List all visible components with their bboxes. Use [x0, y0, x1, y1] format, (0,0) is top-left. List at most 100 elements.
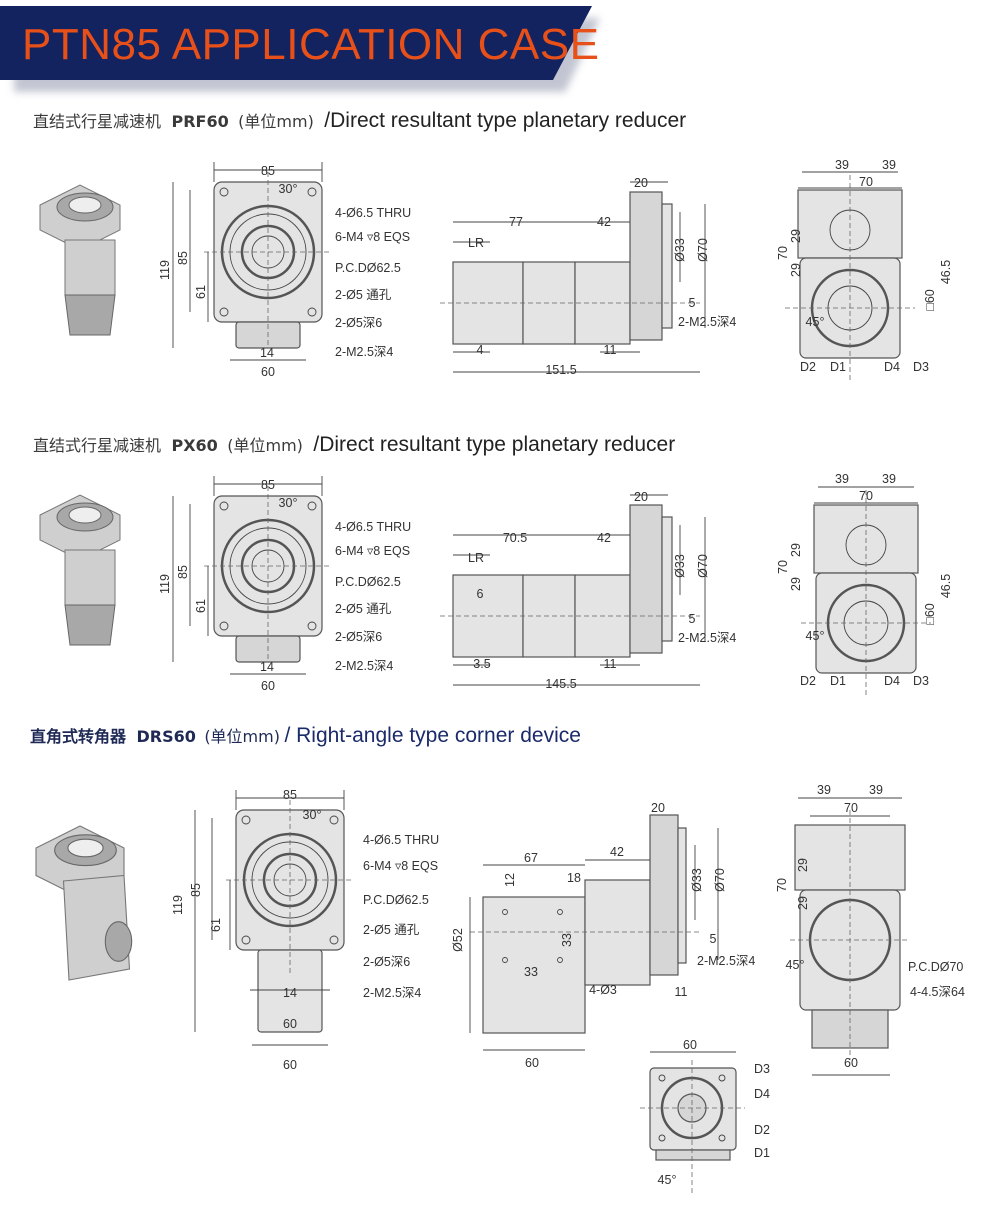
- model-name: DRS60: [136, 727, 195, 746]
- end-view-label: D2: [800, 674, 816, 688]
- mount-hole: [241, 815, 251, 825]
- end-view-label: 45°: [786, 958, 805, 972]
- banner: PTN85 APPLICATION CASE: [0, 6, 600, 92]
- side-view-label: Ø33: [673, 238, 687, 262]
- section-heading: 直结式行星减速机 PRF60 (单位mm) /Direct resultant …: [33, 109, 686, 132]
- end-view-label: D4: [884, 360, 900, 374]
- side-view-label: 3.5: [473, 657, 490, 671]
- front-view-label: 2-M2.5深4: [363, 986, 421, 1000]
- front-view-label: 4-Ø6.5 THRU: [363, 833, 439, 847]
- end-view-label: 70: [859, 175, 873, 189]
- front-view-label: 30°: [303, 808, 322, 822]
- end-view-label: 29: [796, 858, 810, 872]
- front-view-label: 2-M2.5深4: [335, 345, 393, 359]
- product-photo: [35, 825, 133, 981]
- side-view-label: 2-M2.5深4: [697, 954, 755, 968]
- end-view-label: 4-4.5深64: [910, 985, 965, 999]
- front-view-label: 60: [283, 1017, 297, 1031]
- side-view-label: 60: [525, 1056, 539, 1070]
- tap-hole: [557, 909, 563, 915]
- end-view-label: 70: [859, 489, 873, 503]
- side-view-label: 5: [710, 932, 717, 946]
- front-view-label: 119: [171, 895, 185, 915]
- unit-label: (单位mm): [227, 436, 303, 455]
- end-view-label: 39: [817, 783, 831, 797]
- front-view-label: 2-M2.5深4: [335, 659, 393, 673]
- title-en: /Direct resultant type planetary reducer: [324, 109, 686, 132]
- tap-hole: [502, 909, 508, 915]
- bottom-view-label: D1: [754, 1146, 770, 1160]
- section-title-drs60: 直角式转角器 DRS60 (单位mm) / Right-angle type c…: [30, 724, 581, 747]
- front-view-label: 85: [176, 565, 190, 579]
- title-en: / Right-angle type corner device: [284, 724, 581, 747]
- side-view-label: 42: [597, 215, 611, 229]
- end-view-label: 70: [776, 560, 790, 574]
- motor-adapter: [64, 604, 116, 646]
- side-view-label: 20: [634, 176, 648, 190]
- end-view-label: 39: [869, 783, 883, 797]
- end-view-label: D4: [884, 674, 900, 688]
- side-view-label: 11: [604, 657, 617, 671]
- end-view-label: D3: [913, 674, 929, 688]
- mount-hole: [307, 307, 317, 317]
- side-flange: [629, 504, 663, 654]
- side-view-label: 5: [689, 296, 696, 310]
- side-output-disk: [661, 516, 673, 642]
- front-view-label: 4-Ø6.5 THRU: [335, 520, 411, 534]
- end-view-label: 29: [789, 263, 803, 277]
- side-flange: [649, 814, 679, 976]
- end-view-label: 45°: [806, 629, 825, 643]
- front-view-label: 61: [209, 918, 223, 932]
- side-view-label: 4: [477, 343, 484, 357]
- side-view-label: 11: [675, 985, 688, 999]
- section-heading: 直角式转角器 DRS60 (单位mm) / Right-angle type c…: [30, 724, 581, 747]
- side-view-label: 20: [651, 801, 665, 815]
- side-view-label: 70.5: [503, 531, 527, 545]
- front-view-label: 119: [158, 574, 172, 594]
- side-view-label: Ø70: [696, 554, 710, 578]
- side-view-label: 145.5: [545, 677, 576, 691]
- front-view-label: 2-Ø5深6: [335, 630, 382, 644]
- model-name: PX60: [171, 436, 217, 455]
- front-view-label: 2-Ø5 通孔: [335, 602, 392, 616]
- side-view-label: 18: [567, 871, 581, 885]
- title-cn: 直角式转角器: [30, 727, 127, 746]
- side-view-label: 33: [560, 933, 574, 947]
- front-view-label: 60: [261, 365, 275, 379]
- end-view-label: 46.5: [939, 574, 953, 598]
- end-view-label: D1: [830, 674, 846, 688]
- mount-hole: [718, 1134, 726, 1142]
- mount-hole: [219, 307, 229, 317]
- side-rightangle-box: [482, 896, 586, 1034]
- front-view-label: 61: [194, 599, 208, 613]
- front-view-label: 30°: [279, 496, 298, 510]
- side-view-label: 67: [524, 851, 538, 865]
- mount-hole: [718, 1074, 726, 1082]
- product-photo: [39, 184, 121, 336]
- end-view-label: 46.5: [939, 260, 953, 284]
- front-view-label: P.C.DØ62.5: [335, 575, 401, 589]
- mount-hole: [307, 621, 317, 631]
- end-view-label: D3: [913, 360, 929, 374]
- front-view-label: 6-M4 ▿8 EQS: [335, 544, 410, 558]
- side-view-label: 20: [634, 490, 648, 504]
- side-view-label: 151.5: [545, 363, 576, 377]
- side-view-label: 42: [610, 845, 624, 859]
- end-view-label: 45°: [806, 315, 825, 329]
- end-view-label: 29: [789, 543, 803, 557]
- side-view-label: 42: [597, 531, 611, 545]
- front-view-label: 85: [189, 883, 203, 897]
- end-view-label: D1: [830, 360, 846, 374]
- side-view-label: Ø70: [696, 238, 710, 262]
- bottom-view-label: 60: [683, 1038, 697, 1052]
- mount-hole: [219, 501, 229, 511]
- unit-label: (单位mm): [204, 727, 280, 746]
- side-shaft: [104, 921, 133, 962]
- mount-hole: [219, 187, 229, 197]
- title-cn: 直结式行星减速机: [33, 112, 161, 131]
- technical-drawings: [35, 162, 931, 1195]
- front-view-label: P.C.DØ62.5: [335, 261, 401, 275]
- front-view-label: 14: [283, 986, 297, 1000]
- front-view-label: 85: [261, 478, 275, 492]
- side-view-label: 4-Ø3: [589, 983, 617, 997]
